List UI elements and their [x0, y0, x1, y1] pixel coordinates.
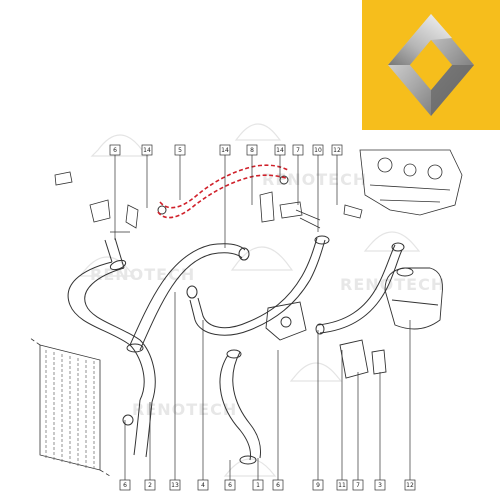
watermark-text: RENOTECH: [132, 400, 237, 419]
callout-number: 12: [333, 147, 341, 154]
callout-box: [331, 144, 343, 156]
callout-box: [312, 144, 324, 156]
callout-number: 4: [201, 482, 205, 489]
callout-number: 6: [123, 482, 127, 489]
callout-number: 6: [228, 482, 232, 489]
callout-box: [174, 144, 186, 156]
callout-box: [292, 144, 304, 156]
callout-box: [352, 479, 364, 491]
watermark-layer: RENOTECH RENOTECH RENOTECH RENOTECH: [78, 123, 445, 477]
callout-number: 12: [406, 482, 414, 489]
callout-number: 11: [338, 482, 346, 489]
callout-box: [246, 144, 258, 156]
watermark-car-icon: [78, 123, 421, 477]
callout-number: 2: [148, 482, 152, 489]
engine-block: [359, 149, 463, 216]
callout-box: [144, 479, 156, 491]
thermostat-housing: [265, 301, 387, 379]
callout-box: [109, 144, 121, 156]
expansion-tank: [384, 267, 443, 330]
callout-number: 14: [276, 147, 284, 154]
callout-number: 6: [113, 147, 117, 154]
watermark-text: RENOTECH: [262, 170, 367, 189]
callouts-top: 6 14 5 14 8 14 7 10 12: [109, 144, 343, 248]
callout-box: [197, 479, 209, 491]
callout-number: 14: [143, 147, 151, 154]
callout-number: 7: [296, 147, 300, 154]
highlighted-hose-part[interactable]: [157, 164, 289, 219]
callout-box: [252, 479, 264, 491]
fittings: [54, 171, 363, 233]
callout-box: [374, 479, 386, 491]
callout-box: [312, 479, 324, 491]
callout-box: [169, 479, 181, 491]
callout-box: [404, 479, 416, 491]
callout-number: 13: [171, 482, 179, 489]
callout-number: 7: [356, 482, 360, 489]
hose-set: [67, 175, 405, 465]
callout-number: 14: [221, 147, 229, 154]
callouts-bottom: 6 2 13 4 6 1 6 9 11 7 3 12: [119, 292, 416, 491]
callout-number: 6: [276, 482, 280, 489]
callout-number: 8: [250, 147, 254, 154]
watermark-text: RENOTECH: [340, 275, 445, 294]
callout-box: [219, 144, 231, 156]
callout-number: 3: [378, 482, 382, 489]
callout-number: 1: [256, 482, 260, 489]
callout-number: 5: [178, 147, 182, 154]
renault-diamond-logo-icon: [388, 14, 474, 116]
callout-box: [119, 479, 131, 491]
callout-number: 10: [314, 147, 322, 154]
brand-logo-panel: [362, 0, 500, 130]
radiator: [29, 337, 111, 477]
callout-box: [336, 479, 348, 491]
callout-box: [272, 479, 284, 491]
callout-number: 9: [316, 482, 320, 489]
callout-box: [224, 479, 236, 491]
callout-box: [274, 144, 286, 156]
callout-box: [141, 144, 153, 156]
